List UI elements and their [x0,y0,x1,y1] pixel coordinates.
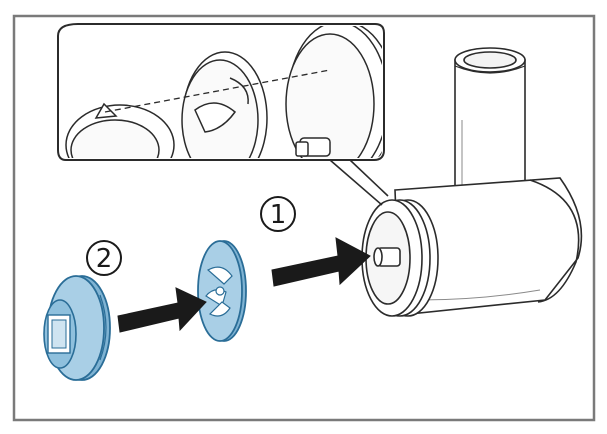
callout-alignment-line [104,69,331,113]
push-arrow [117,237,371,333]
front-ring [43,275,111,381]
main-housing [394,177,583,316]
step-2-circle [86,240,122,276]
arrow-plate-to-housing [271,237,371,287]
magnify-callout [57,23,389,206]
step-1-number: 1 [270,200,287,230]
arrow-ring-to-plate [117,287,207,333]
cutting-plate [197,240,247,342]
step-marker-1: 1 [260,196,296,232]
step-2-number: 2 [96,244,113,274]
step-marker-2: 2 [86,240,122,276]
callout-pointer [329,159,383,206]
feed-tube-opening-inner [463,51,517,69]
grinder-body [361,47,583,317]
step-1-circle [260,196,296,232]
